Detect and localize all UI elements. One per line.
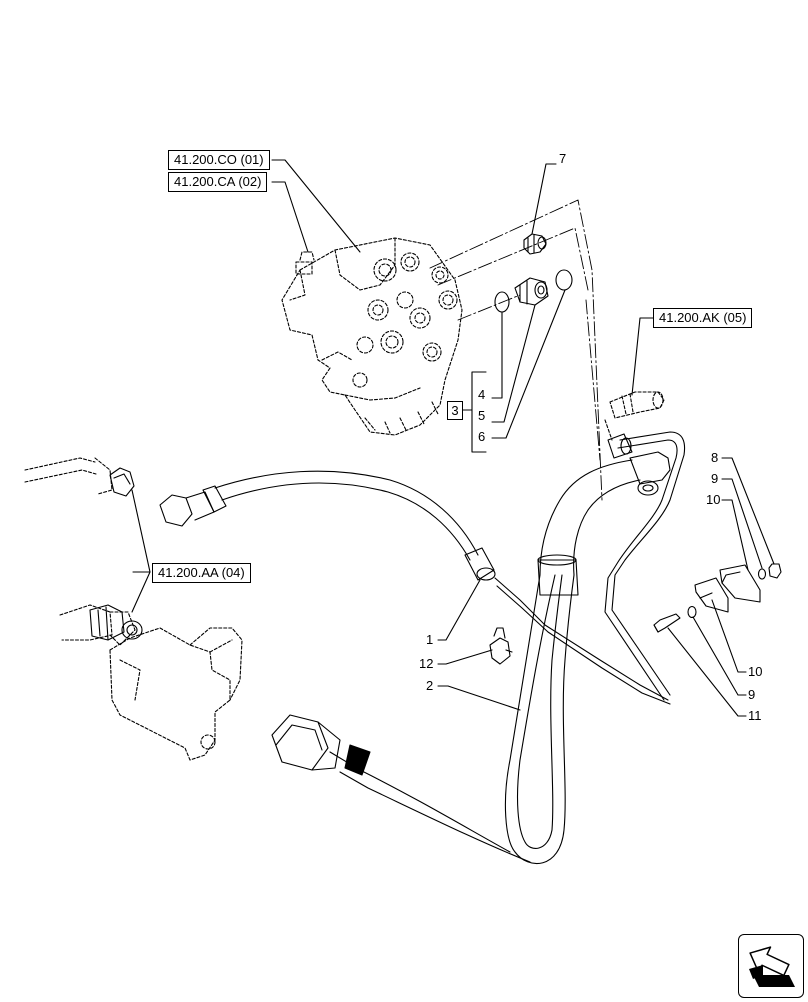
callout-10-upper: 10 (706, 492, 721, 507)
hose-1 (159, 470, 671, 705)
callout-8: 8 (711, 450, 719, 465)
callout-2: 2 (426, 678, 434, 693)
left-connector (89, 604, 143, 641)
phantom-guide-lines (429, 199, 603, 501)
callout-12: 12 (419, 656, 434, 671)
rear-fitting (604, 391, 665, 441)
callout-10-lower: 10 (748, 664, 763, 679)
ref-link-ca[interactable]: 41.200.CA (02) (168, 172, 268, 192)
group-bracket-3 (461, 289, 566, 453)
left-connector-assembly (24, 457, 243, 761)
leader-lines (131, 159, 775, 717)
callout-7: 7 (559, 151, 567, 166)
steering-valve (281, 237, 463, 436)
callout-11: 11 (748, 708, 762, 723)
callout-3: 3 (447, 401, 463, 420)
ref-link-aa[interactable]: 41.200.AA (04) (152, 563, 251, 583)
callout-6: 6 (478, 429, 486, 444)
next-page-arrow-icon[interactable] (738, 934, 804, 998)
arrow-glyph-icon (749, 946, 795, 987)
hose-2 (271, 451, 671, 865)
steel-tube (604, 431, 686, 701)
adapter-5 (514, 277, 549, 306)
left-nut (109, 467, 135, 497)
clamp-parts (653, 563, 782, 633)
ref-link-co[interactable]: 41.200.CO (01) (168, 150, 270, 170)
callout-5: 5 (478, 408, 486, 423)
callout-1: 1 (426, 632, 434, 647)
callout-9-lower: 9 (748, 687, 756, 702)
fitting-12 (489, 627, 513, 665)
fitting-7 (523, 233, 547, 255)
callout-4: 4 (478, 387, 486, 402)
ref-link-ak[interactable]: 41.200.AK (05) (653, 308, 753, 328)
o-ring-6 (555, 269, 573, 291)
callout-9-upper: 9 (711, 471, 719, 486)
